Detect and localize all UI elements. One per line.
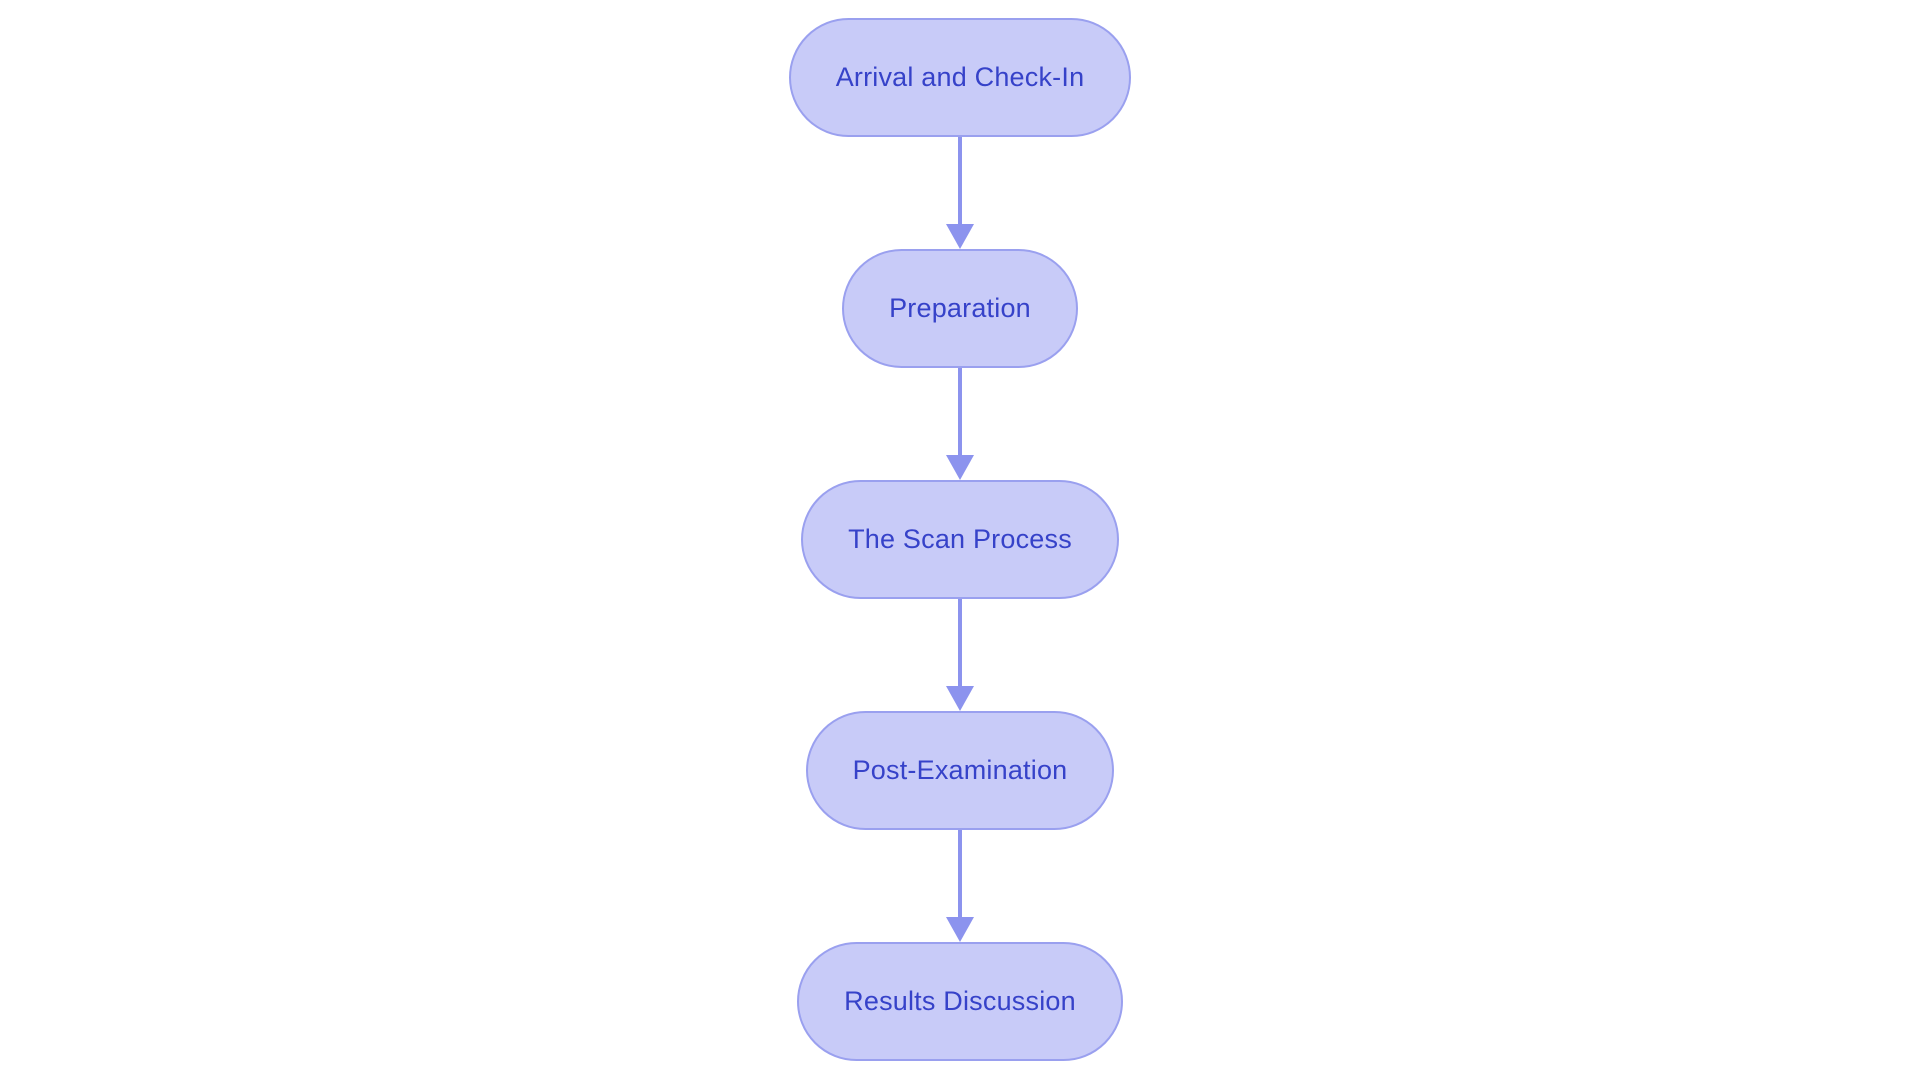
arrowhead-down-icon — [946, 686, 974, 711]
flow-node-results-discussion: Results Discussion — [797, 942, 1123, 1061]
flow-node-label: Preparation — [889, 293, 1031, 323]
arrow-line — [958, 368, 962, 455]
flow-node-scan-process: The Scan Process — [801, 480, 1119, 599]
flow-arrow-2 — [946, 368, 974, 480]
arrow-line — [958, 599, 962, 686]
flow-node-label: The Scan Process — [848, 524, 1072, 554]
arrowhead-down-icon — [946, 455, 974, 480]
arrow-line — [958, 830, 962, 917]
flow-arrow-3 — [946, 599, 974, 711]
flow-arrow-1 — [946, 137, 974, 249]
flow-node-arrival-check-in: Arrival and Check-In — [788, 18, 1132, 137]
flow-node-label: Post-Examination — [852, 755, 1068, 785]
arrowhead-down-icon — [946, 917, 974, 942]
arrow-line — [958, 137, 962, 224]
flow-node-preparation: Preparation — [842, 249, 1078, 368]
flow-node-post-examination: Post-Examination — [805, 711, 1115, 830]
arrowhead-down-icon — [946, 224, 974, 249]
flow-node-label: Results Discussion — [844, 986, 1076, 1016]
flow-arrow-4 — [946, 830, 974, 942]
flow-node-label: Arrival and Check-In — [835, 62, 1085, 92]
